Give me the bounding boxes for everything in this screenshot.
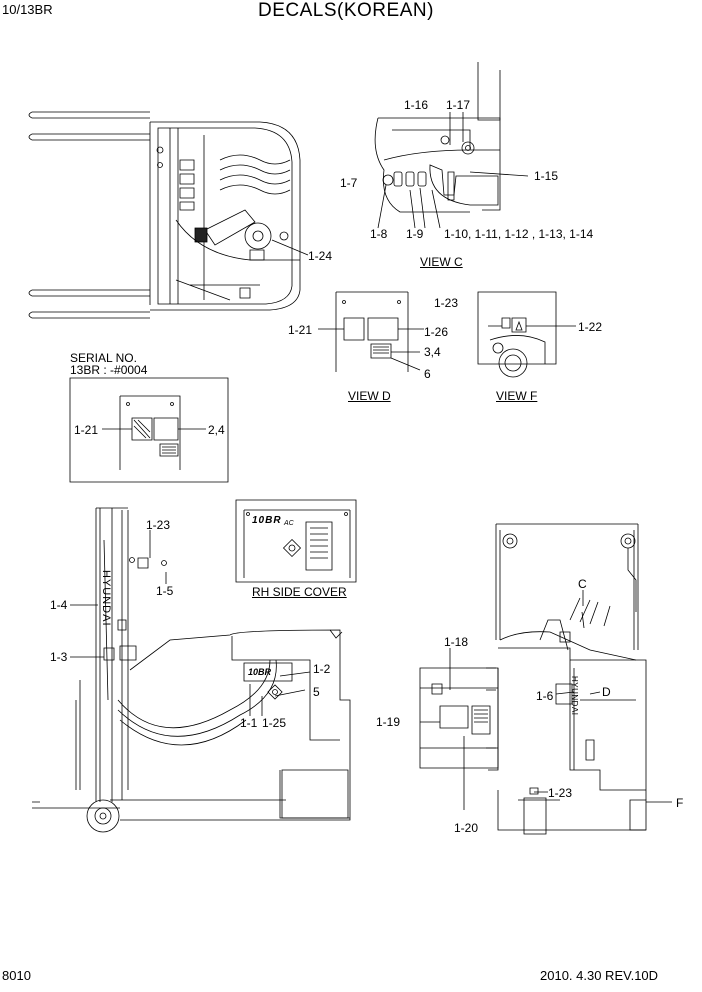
side-view-truck — [32, 508, 350, 832]
callout-1-16: 1-16 — [404, 98, 429, 112]
callout-1-21-serial: 1-21 — [74, 423, 99, 437]
page-title: DECALS(KOREAN) — [258, 0, 434, 21]
callout-6: 6 — [424, 367, 431, 381]
side-cover-badge-suffix: AC — [284, 520, 294, 527]
callout-1-19: 1-19 — [376, 715, 401, 729]
serial-note-range: 13BR : -#0004 — [70, 363, 148, 377]
callout-c: C — [578, 577, 587, 591]
side-cover-badge: 10BR — [252, 515, 282, 526]
callout-1-2: 1-2 — [313, 662, 331, 676]
callout-1-23-side: 1-23 — [146, 518, 171, 532]
callout-1-7: 1-7 — [340, 176, 358, 190]
view-d-caption: VIEW D — [348, 389, 391, 403]
callout-1-3: 1-3 — [50, 650, 68, 664]
callout-1-21-view-d: 1-21 — [288, 323, 313, 337]
callout-3-4: 3,4 — [424, 345, 441, 359]
callout-1-25: 1-25 — [262, 716, 287, 730]
callout-1-26: 1-26 — [424, 325, 449, 339]
callout-1-23-rear: 1-23 — [548, 786, 573, 800]
view-c-caption: VIEW C — [420, 255, 463, 269]
callout-2-4: 2,4 — [208, 423, 225, 437]
view-c-drawing — [375, 62, 528, 228]
callout-1-23-view-f: 1-23 — [434, 296, 459, 310]
mast-brand-decal: HYUNDAI — [100, 570, 112, 627]
view-d-drawing — [318, 292, 424, 372]
rear-view-truck — [420, 524, 672, 834]
serial-note-title: SERIAL NO. — [70, 351, 137, 365]
serial-inset-drawing — [70, 378, 228, 482]
callout-5: 5 — [313, 685, 320, 699]
callout-1-20: 1-20 — [454, 821, 479, 835]
callout-1-4: 1-4 — [50, 598, 68, 612]
callout-1-8: 1-8 — [370, 227, 388, 241]
model-code: 10/13BR — [2, 2, 53, 17]
rear-brand-decal: HYUNDAI — [570, 676, 579, 716]
page-number: 8010 — [2, 968, 31, 983]
callout-d: D — [602, 685, 611, 699]
rh-side-cover-drawing — [236, 500, 356, 582]
callout-1-9: 1-9 — [406, 227, 424, 241]
callout-1-1: 1-1 — [240, 716, 258, 730]
rh-side-cover-caption: RH SIDE COVER — [252, 585, 347, 599]
view-f-drawing — [478, 292, 576, 377]
callout-1-22: 1-22 — [578, 320, 603, 334]
callout-1-10-to-1-14: 1-10, 1-11, 1-12 , 1-13, 1-14 — [444, 227, 594, 241]
callout-1-18: 1-18 — [444, 635, 469, 649]
body-model-badge: 10BR — [248, 667, 272, 677]
top-view-compartment — [29, 112, 308, 318]
callout-1-6: 1-6 — [536, 689, 554, 703]
callout-1-15: 1-15 — [534, 169, 559, 183]
callout-1-17: 1-17 — [446, 98, 471, 112]
view-f-caption: VIEW F — [496, 389, 538, 403]
callout-f: F — [676, 796, 684, 810]
callout-1-24: 1-24 — [308, 249, 333, 263]
callout-1-5: 1-5 — [156, 584, 174, 598]
revision-date: 2010. 4.30 REV.10D — [540, 968, 659, 983]
